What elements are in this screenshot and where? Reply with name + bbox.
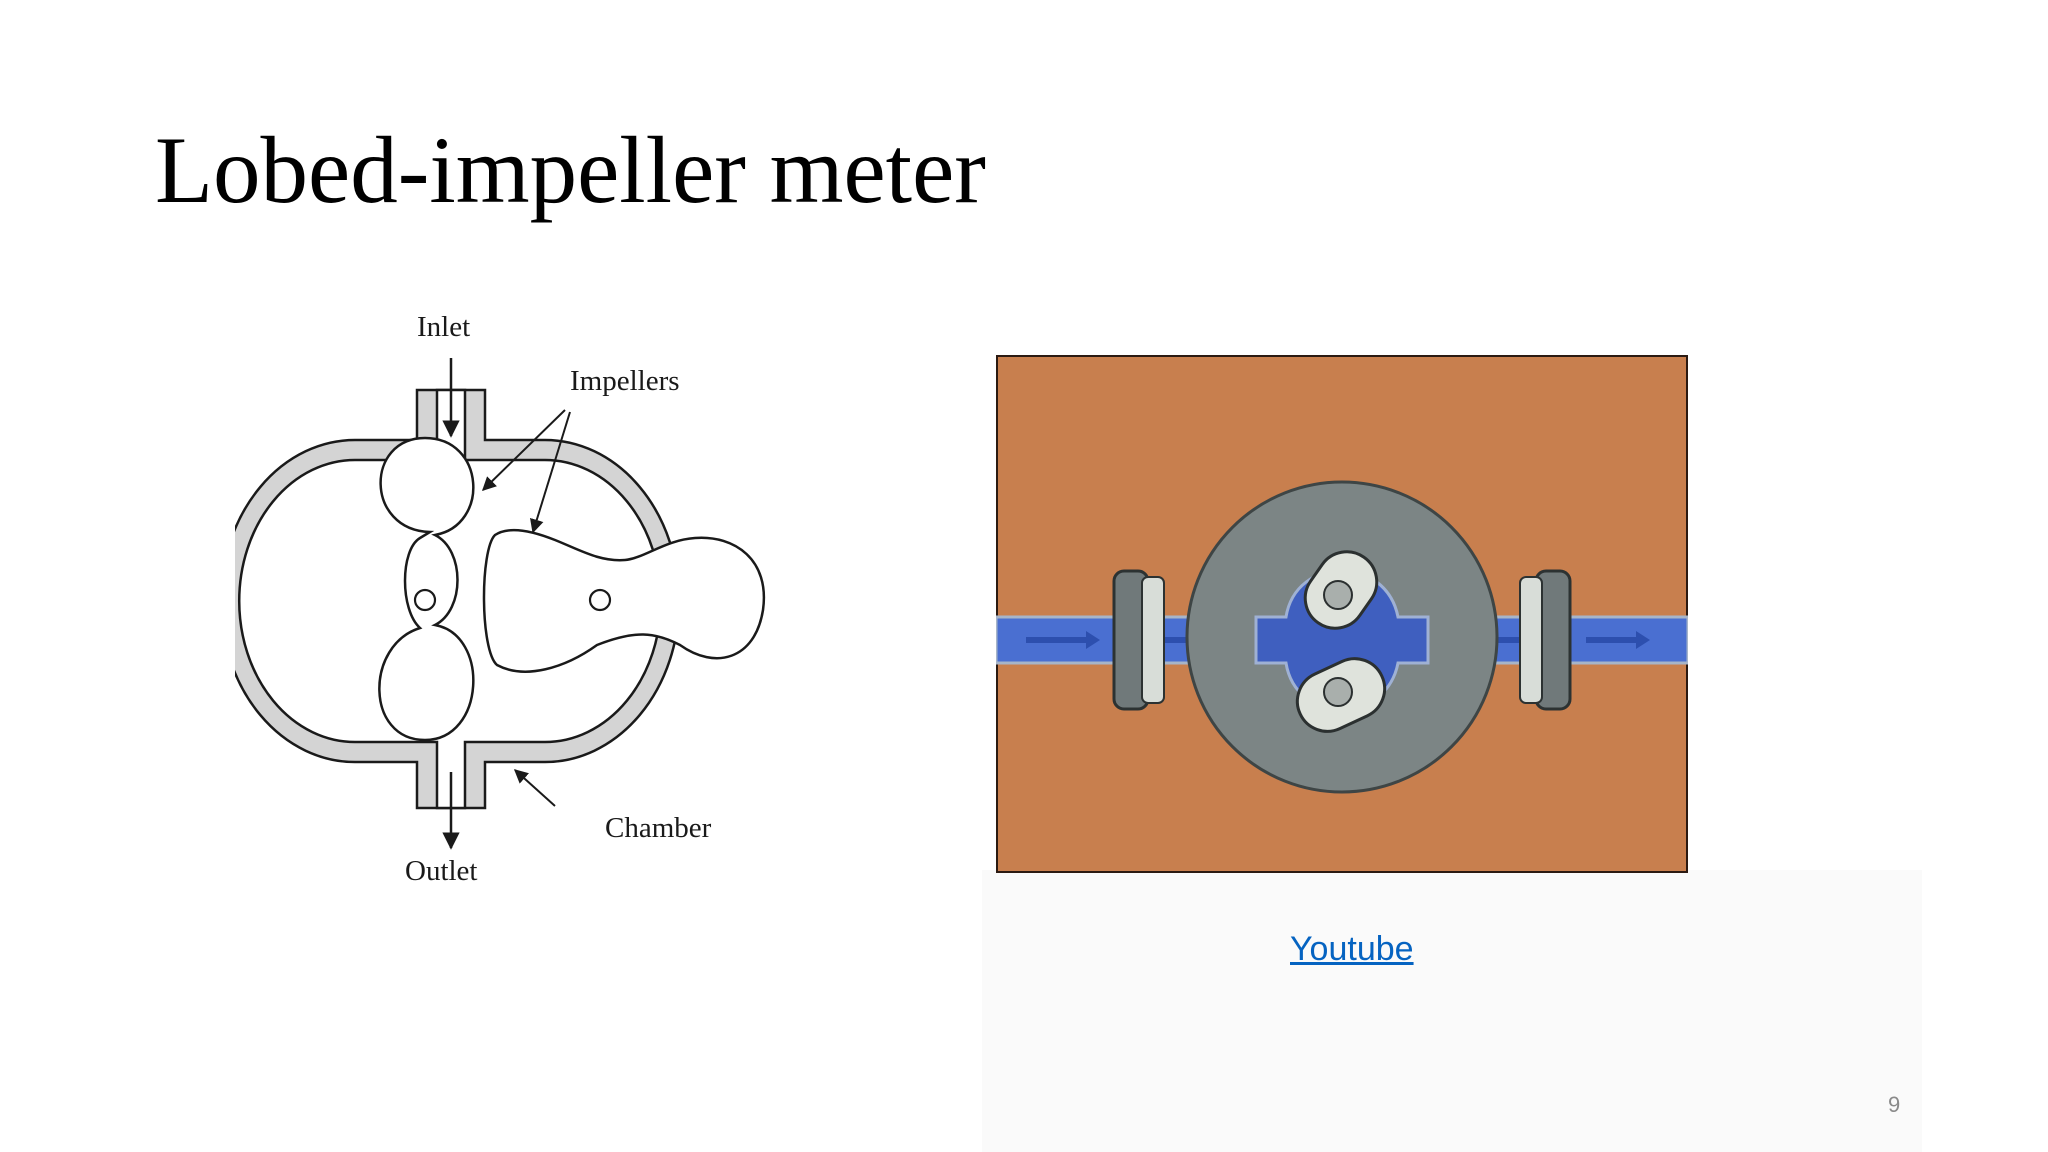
label-outlet: Outlet [405,855,478,887]
lobed-impeller-diagram: Inlet Impellers Chamber Outlet [235,311,766,887]
right-flange [1519,569,1572,711]
chamber-leader [513,769,556,807]
label-chamber: Chamber [605,812,712,844]
impeller-vertical [378,436,475,742]
page-number: 9 [1888,1092,1901,1117]
left-flange [1112,569,1165,711]
lobed-meter-animation[interactable] [996,355,1688,873]
label-inlet: Inlet [417,311,470,343]
upper-lobe [1303,550,1379,630]
impeller-horizontal [482,528,766,673]
slide-title: Lobed-impeller meter [155,117,986,223]
flow-arrows [1026,631,1650,649]
impellers-leader-b [530,411,571,534]
chamber-wall [235,388,681,810]
video-backdrop [982,870,1922,1152]
youtube-link[interactable]: Youtube [1290,930,1414,968]
label-impellers: Impellers [570,365,680,397]
lower-lobe [1295,657,1387,733]
impellers-leader-a [481,409,566,491]
